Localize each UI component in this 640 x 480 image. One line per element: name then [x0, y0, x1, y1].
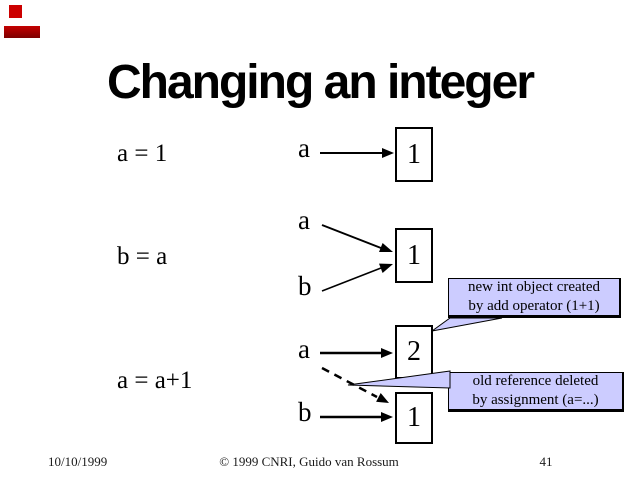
- arrowhead-old-reference: [376, 393, 389, 403]
- arrowhead-a-to-box3: [381, 348, 393, 358]
- var-label-b-row3: b: [298, 397, 312, 427]
- code-line-a-eq-a-plus-1: a = a+1: [117, 367, 193, 394]
- code-line-a-eq-1: a = 1: [117, 140, 168, 167]
- arrowhead-b-to-box4: [381, 412, 393, 422]
- callout-tail-new-int: [431, 317, 503, 332]
- var-label-a-row3: a: [298, 334, 310, 364]
- arrow-b-to-box2: [321, 267, 382, 292]
- var-label-a-row2: a: [298, 205, 310, 235]
- arrowhead-a-to-box2: [379, 243, 393, 252]
- var-label-a-row1: a: [298, 133, 310, 163]
- callout-new-int-object: new int object created by add operator (…: [448, 278, 621, 318]
- int-box-value: 1: [407, 239, 421, 271]
- callout-line: by add operator (1+1): [468, 298, 600, 314]
- dashed-old-reference-arrow: [321, 366, 378, 399]
- callout-line: by assignment (a=...): [472, 392, 599, 408]
- int-object-box-2: 1: [395, 228, 433, 283]
- int-object-box-3: 2: [395, 325, 433, 379]
- callout-line: new int object created: [467, 279, 601, 295]
- red-bar-decoration: [4, 26, 40, 38]
- footer-date: 10/10/1999: [48, 454, 108, 469]
- arrowhead-a-to-box1: [382, 148, 394, 158]
- footer-page-number: 41: [539, 454, 553, 469]
- arrowhead-b-to-box2: [379, 263, 393, 273]
- int-object-box-1: 1: [395, 127, 433, 182]
- int-box-value: 1: [407, 402, 421, 433]
- code-line-b-eq-a: b = a: [117, 243, 168, 270]
- callout-old-reference-deleted: old reference deleted by assignment (a=.…: [448, 372, 624, 412]
- var-label-b-row2: b: [298, 271, 312, 301]
- callout-line: old reference deleted: [472, 373, 599, 389]
- int-object-box-4: 1: [395, 392, 433, 444]
- red-square-decoration: [9, 5, 22, 18]
- int-box-value: 2: [407, 336, 421, 367]
- footer-copyright: © 1999 CNRI, Guido van Rossum: [219, 454, 399, 469]
- arrow-a-to-box2: [321, 224, 382, 249]
- int-box-value: 1: [407, 138, 421, 170]
- slide-title: Changing an integer: [106, 56, 535, 109]
